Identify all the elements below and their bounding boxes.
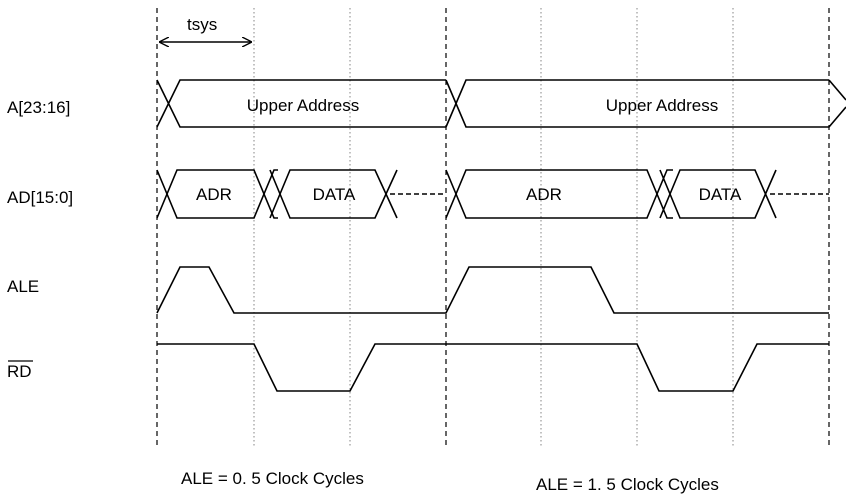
data-label-1: DATA bbox=[313, 185, 356, 204]
signal-label-ad: AD[15:0] bbox=[7, 188, 73, 207]
signal-label-rd: RD bbox=[7, 362, 32, 381]
a-bus-edge bbox=[828, 79, 846, 101]
adr-label-1: ADR bbox=[196, 185, 232, 204]
a-bus-cycle-1 bbox=[156, 79, 446, 128]
adr-label-2: ADR bbox=[526, 185, 562, 204]
waveform-a: Upper Address Upper Address bbox=[156, 79, 846, 128]
tsys-annotation: tsys bbox=[160, 15, 251, 42]
data-label-2: DATA bbox=[699, 185, 742, 204]
signal-label-a: A[23:16] bbox=[7, 98, 70, 117]
ad-adr-cell-2 bbox=[445, 169, 673, 219]
upper-address-label-1: Upper Address bbox=[247, 96, 359, 115]
waveform-ale bbox=[156, 266, 829, 314]
signal-label-ale: ALE bbox=[7, 277, 39, 296]
a-bus-cycle-2 bbox=[445, 79, 829, 128]
major-reference-lines bbox=[156, 8, 830, 446]
waveform-rd bbox=[157, 343, 829, 392]
upper-address-label-2: Upper Address bbox=[606, 96, 718, 115]
minor-clock-lines bbox=[253, 8, 734, 446]
caption-right: ALE = 1. 5 Clock Cycles bbox=[536, 475, 719, 494]
signal-label-rd-group: RD bbox=[7, 360, 33, 381]
tsys-label: tsys bbox=[187, 15, 217, 34]
waveform-ad: ADR DATA ADR DATA bbox=[156, 169, 829, 219]
ad-adr-cell-1 bbox=[156, 169, 278, 219]
caption-left: ALE = 0. 5 Clock Cycles bbox=[181, 469, 364, 488]
